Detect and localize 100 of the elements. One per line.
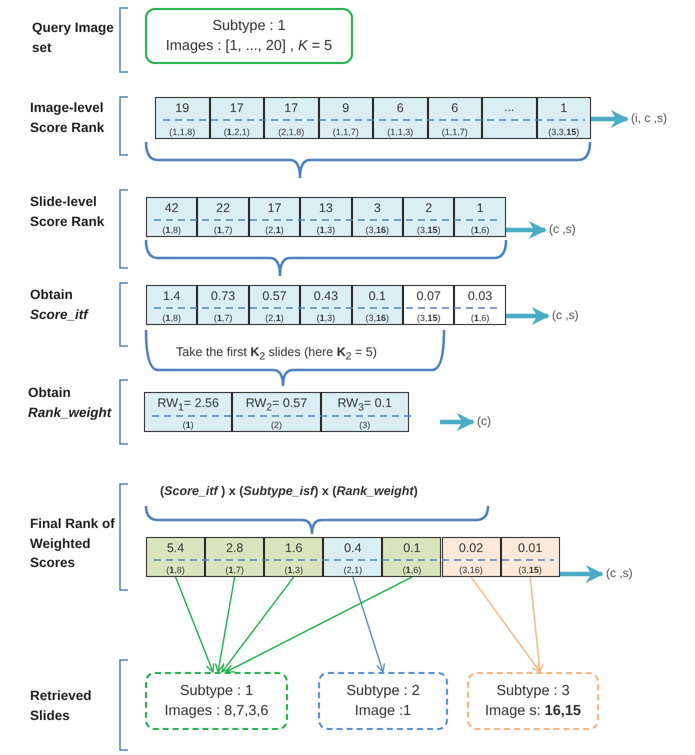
score-value: 0.43 <box>312 289 340 303</box>
index-tuple: (3,15) <box>416 225 442 235</box>
index-tuple: (2,1) <box>264 313 285 323</box>
index-tuple: (1,2,1) <box>222 127 251 137</box>
score-cell <box>264 97 318 139</box>
score-cell <box>428 97 482 139</box>
score-value: 5.4 <box>166 541 186 555</box>
index-tuple: (1,3) <box>316 225 336 235</box>
subtype-box <box>145 672 288 730</box>
index-tuple: (1,1,3) <box>386 127 414 137</box>
score-value: 6 <box>450 101 460 115</box>
score-cell <box>248 197 300 237</box>
subtype-text: Image :1 <box>354 702 412 721</box>
score-cell <box>442 537 501 577</box>
score-cell <box>264 537 324 577</box>
row-label: Query Image set <box>32 19 115 57</box>
index-tuple: (1,7) <box>212 313 234 323</box>
brace-note: (Score_itf ) x (Subtype_isf) x (Rank_weight) <box>160 484 418 498</box>
score-value: 17 <box>266 201 282 215</box>
score-value: RW$_{3}$= 0.1 <box>336 396 394 414</box>
score-value: 0.73 <box>210 289 236 303</box>
score-cell <box>318 97 373 139</box>
index-tuple: (1,3) <box>283 565 304 575</box>
score-cell <box>146 197 198 237</box>
score-cell <box>454 197 506 237</box>
score-cell <box>352 197 403 237</box>
subtype-text: Images : [1, ..., 20] , K = 5 <box>166 37 332 56</box>
score-value: 2 <box>424 201 434 215</box>
index-tuple: (1,8) <box>161 313 182 323</box>
row-label: Final Rank of Weighted Scores <box>30 515 116 572</box>
score-value: ... <box>503 100 516 114</box>
output-label: (c ,s) <box>552 308 579 322</box>
subtype-text: Subtype : 1 <box>212 16 286 36</box>
subtype-box <box>467 672 599 730</box>
score-value: 9 <box>341 101 350 115</box>
index-tuple: (1,6) <box>470 225 490 235</box>
index-tuple: (1,6) <box>402 565 422 575</box>
index-tuple: (3,16) <box>364 313 390 323</box>
score-cell <box>320 392 409 432</box>
subtype-text: Image s: 16,15 <box>485 702 581 721</box>
score-value: RW$_{1}$= 2.56 <box>156 396 220 414</box>
score-cell <box>403 285 454 325</box>
score-cell <box>205 537 264 577</box>
score-cell <box>454 285 506 325</box>
score-value: 1.6 <box>284 541 304 555</box>
index-tuple: (2,1,8) <box>277 127 306 137</box>
index-tuple: (2) <box>270 420 283 430</box>
score-value: 1 <box>559 101 568 115</box>
output-label: (c) <box>477 414 491 428</box>
score-value: 2.8 <box>224 541 244 555</box>
index-tuple: (1) <box>182 420 195 430</box>
score-value: 42 <box>164 201 180 215</box>
score-cell <box>232 392 321 432</box>
arrow <box>506 307 550 325</box>
brace-note: Take the first K$_{2}$ slides (here K$_{2}$ = 5) <box>176 345 377 362</box>
score-cell <box>300 285 352 325</box>
score-value: 22 <box>215 201 232 215</box>
score-cell <box>248 285 300 325</box>
subtype-text: Subtype : 3 <box>496 682 570 701</box>
subtype-text: Subtype : 1 <box>180 682 254 701</box>
arrow <box>214 576 236 673</box>
output-label: (c ,s) <box>549 222 576 236</box>
score-cell <box>323 537 382 577</box>
score-cell <box>197 285 249 325</box>
index-tuple: (1,3) <box>316 313 336 323</box>
arrow <box>221 576 294 673</box>
score-value: 0.1 <box>402 541 422 555</box>
score-cell <box>382 537 442 577</box>
score-value: 13 <box>318 201 334 215</box>
arrow <box>506 221 547 239</box>
index-tuple: (3,16) <box>364 225 390 235</box>
score-cell <box>373 97 428 139</box>
score-cell <box>352 285 403 325</box>
index-tuple: (3) <box>358 420 372 430</box>
score-value: 1.4 <box>162 289 182 303</box>
score-cell <box>500 537 560 577</box>
score-value: 0.07 <box>416 289 442 303</box>
score-cell <box>536 97 591 139</box>
score-cell <box>482 97 536 139</box>
index-tuple: (3,15) <box>416 313 442 323</box>
score-cell <box>146 537 206 577</box>
index-tuple: (1,1,7) <box>440 127 469 137</box>
score-cell <box>146 285 198 325</box>
arrow <box>225 576 412 673</box>
subtype-box <box>145 8 353 64</box>
score-value: 0.02 <box>458 541 484 555</box>
arrow <box>174 576 214 673</box>
row-label: Slide-level Score Rank <box>30 193 106 231</box>
score-value: RW$_{2}$= 0.57 <box>244 396 308 414</box>
score-value: 1 <box>476 201 485 215</box>
arrow <box>591 110 629 128</box>
score-cell <box>210 97 264 139</box>
arrow <box>470 576 541 673</box>
score-value: 0.4 <box>343 541 363 555</box>
score-cell <box>403 197 454 237</box>
index-tuple: (1,1,7) <box>332 127 360 137</box>
subtype-text: Subtype : 2 <box>346 682 420 701</box>
row-label: Image-level Score Rank <box>30 99 106 137</box>
score-value: 0.1 <box>368 289 387 303</box>
index-tuple: (3,15) <box>517 565 543 575</box>
